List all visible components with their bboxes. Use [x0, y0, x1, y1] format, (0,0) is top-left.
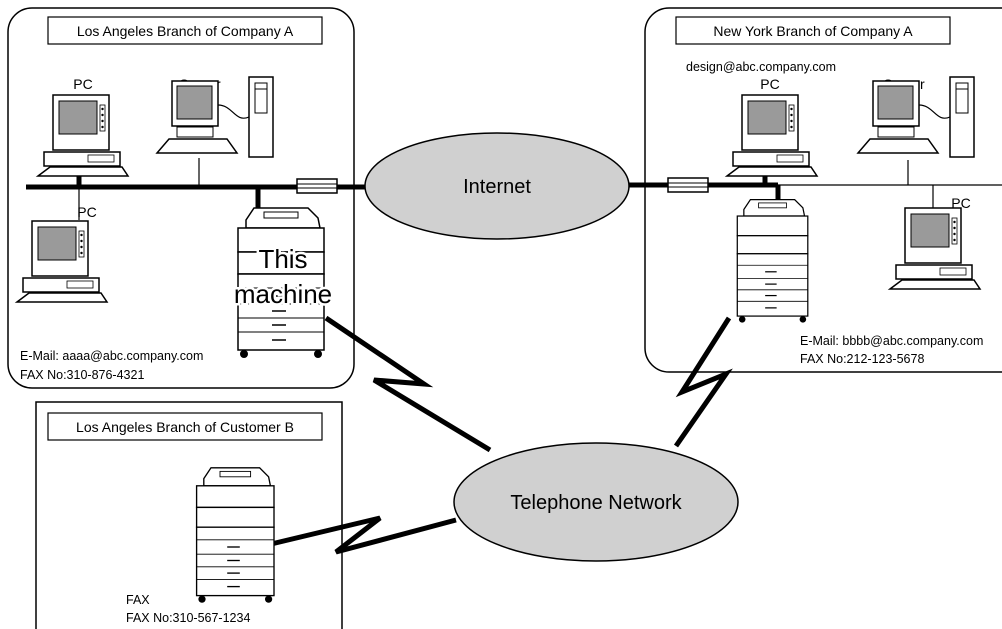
la-router-icon — [296, 178, 338, 194]
telephone-network-label: Telephone Network — [510, 492, 682, 514]
la-pc1-label: PC — [73, 76, 92, 92]
la-company-a-email: E-Mail: aaaa@abc.company.com — [20, 349, 203, 363]
ny-company-a-title-box — [675, 16, 951, 45]
ny-machine-icon — [736, 199, 809, 324]
internet-label: Internet — [463, 176, 531, 198]
la-customer-b-title-box — [47, 412, 323, 441]
la-company-a-title-box — [47, 16, 323, 45]
ny-server-icon — [857, 76, 975, 158]
phone-link-la-a — [324, 315, 492, 453]
ny-pc1-label: PC — [760, 76, 779, 92]
la-company-a-title: Los Angeles Branch of Company A — [77, 23, 294, 39]
ny-design-email: design@abc.company.com — [686, 60, 836, 74]
this-machine-label-line1: This — [258, 244, 307, 274]
la-pc2-label: PC — [77, 204, 96, 220]
ny-company-a-title: New York Branch of Company A — [713, 23, 913, 39]
customer-b-fax-icon — [195, 467, 275, 604]
ny-router-icon — [667, 177, 709, 193]
telephone-network-cloud — [453, 442, 739, 562]
this-machine-label-line2: machine — [234, 279, 332, 309]
la-server-icon — [156, 76, 274, 158]
ny-company-a-fax: FAX No:212-123-5678 — [800, 352, 924, 366]
customer-b-fax: FAX No:310-567-1234 — [126, 611, 250, 625]
ny-pc2-label: PC — [951, 195, 970, 211]
la-customer-b-title: Los Angeles Branch of Customer B — [76, 419, 294, 435]
internet-cloud — [364, 132, 630, 240]
la-company-a-fax: FAX No:310-876-4321 — [20, 368, 144, 382]
phone-link-customer-b — [266, 515, 457, 555]
ny-company-a-email: E-Mail: bbbb@abc.company.com — [800, 334, 983, 348]
phone-link-ny-a — [673, 316, 733, 448]
customer-b-device-label: FAX — [126, 593, 150, 607]
